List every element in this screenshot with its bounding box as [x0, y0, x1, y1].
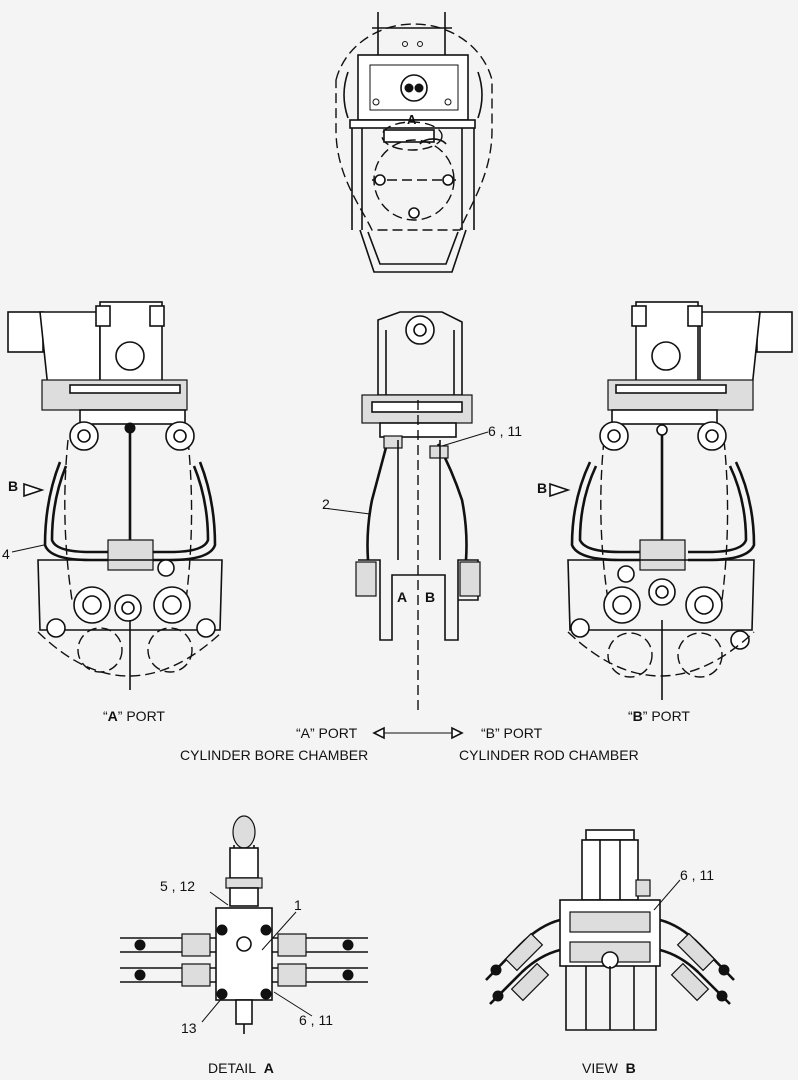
center-a-port-label: “A” PORT	[296, 725, 358, 741]
center-b-port-label: “B” PORT	[481, 725, 543, 741]
callout-6-11-detail: 6 , 11	[299, 1012, 333, 1028]
view-b-drawing	[485, 829, 735, 1031]
top-plan-view	[335, 12, 493, 273]
view-b-arrow-right-label: B	[537, 480, 548, 496]
callout-6-11-view: 6 , 11	[680, 867, 714, 883]
center-port-a: A	[397, 589, 408, 605]
right-b-port-caption: “B” PORT	[628, 708, 690, 724]
callout-5-12: 5 , 12	[160, 878, 196, 894]
left-side-view	[7, 301, 223, 690]
right-side-view	[549, 301, 793, 700]
left-a-port-caption: “A” PORT	[103, 708, 165, 724]
callout-4: 4	[2, 546, 10, 562]
callout-13: 13	[181, 1020, 197, 1036]
view-b-arrow-left-label: B	[8, 478, 19, 494]
callout-1: 1	[294, 897, 302, 913]
detail-a-caption: DETAIL A	[208, 1060, 274, 1076]
view-b-caption: VIEW B	[582, 1060, 636, 1076]
detail-a-drawing	[120, 815, 368, 1034]
port-direction-arrows	[372, 726, 464, 740]
callout-6-11-mid: 6 , 11	[488, 423, 522, 439]
cylinder-bore-chamber-label: CYLINDER BORE CHAMBER	[180, 747, 369, 763]
cylinder-rod-chamber-label: CYLINDER ROD CHAMBER	[459, 747, 639, 763]
center-port-b: B	[425, 589, 436, 605]
center-front-view	[322, 311, 489, 715]
detail-a-marker: A	[407, 112, 417, 127]
callout-2: 2	[322, 496, 330, 512]
